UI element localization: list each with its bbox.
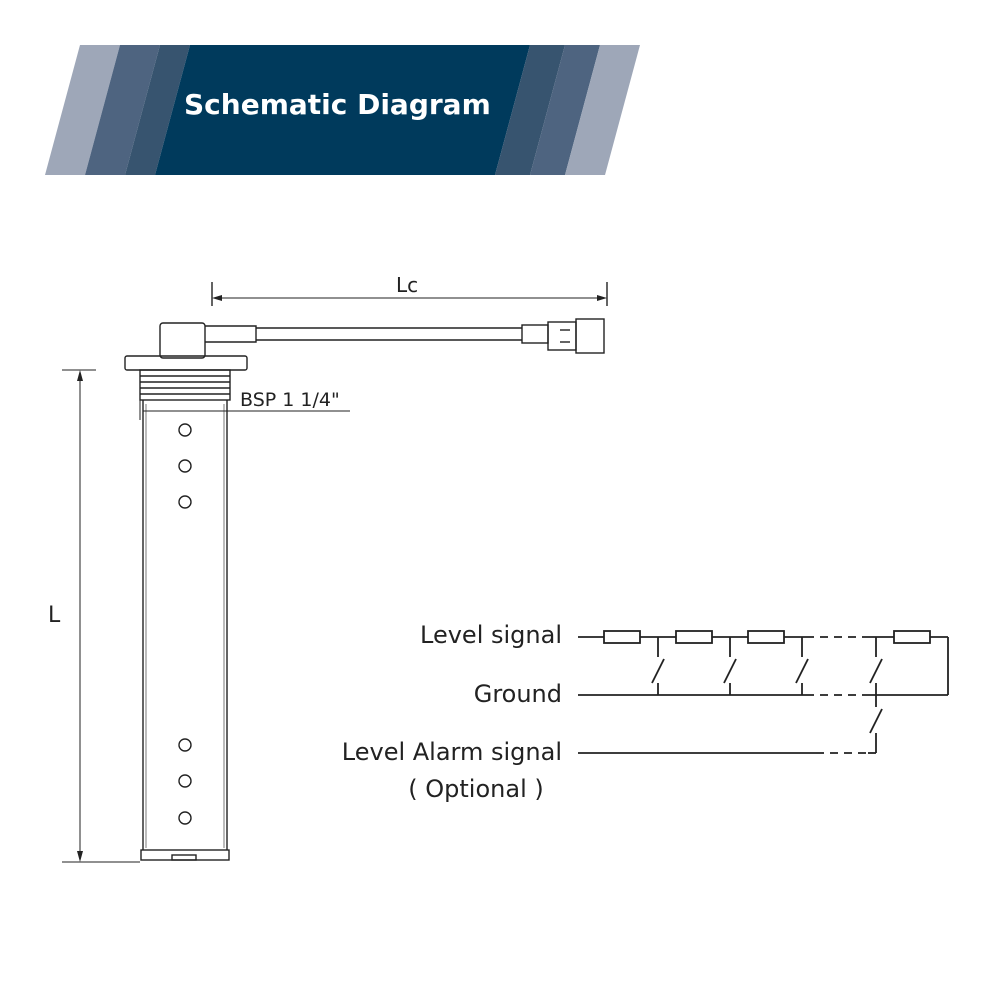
thread-size-label: BSP 1 1/4": [240, 389, 340, 411]
sensor-probe-drawing: [62, 282, 608, 863]
probe-length-label: L: [48, 603, 61, 628]
alarm-signal-label: Level Alarm signal: [342, 738, 562, 766]
cable-length-label: Lc: [396, 273, 418, 297]
title-banner: [45, 45, 640, 175]
page-title: Schematic Diagram: [184, 88, 491, 121]
optional-label: ( Optional ): [408, 775, 543, 803]
circuit-diagram: [578, 630, 949, 754]
ground-label: Ground: [474, 680, 562, 708]
level-signal-label: Level signal: [420, 621, 562, 649]
